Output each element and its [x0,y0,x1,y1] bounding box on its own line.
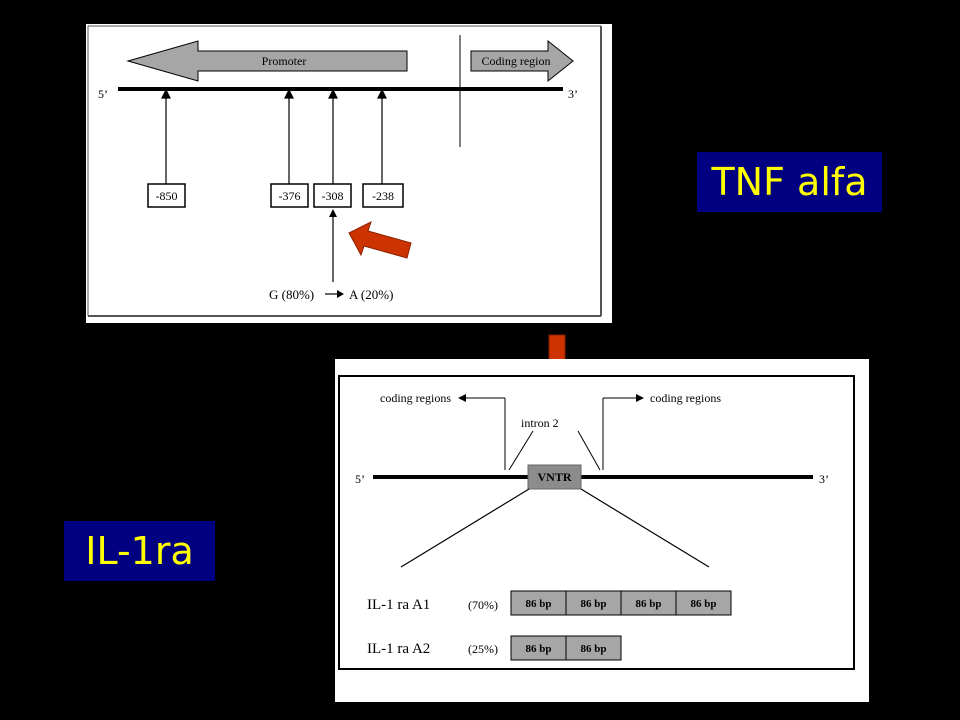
position-238: -238 [372,189,394,203]
coding-region-label: Coding region [482,54,551,68]
a2-repeat-1-label: 86 bp [526,643,552,655]
a2-repeat-2 [565,635,622,661]
tnf-diagram: Promoter Coding region 5’ 3’ -850 -376 -… [87,25,602,317]
a2-repeat-1 [510,635,567,661]
tnf-alfa-label: TNF alfa [697,152,882,212]
pointer-238-head [377,88,387,99]
position-308: -308 [322,189,344,203]
il-5prime: 5’ [355,472,365,486]
a1-repeat-2 [565,590,622,616]
promoter-label: Promoter [262,54,307,68]
vntr-box [527,464,582,490]
il1ra-label: IL-1ra [64,521,215,581]
coding-left-arrow-head [458,394,466,402]
polymorphism-pointer-head [329,209,337,217]
a1-repeat-2-label: 86 bp [581,598,607,610]
intron-label: intron 2 [521,416,559,430]
expansion-line-left [400,488,530,568]
expansion-line-right [580,488,710,568]
a1-repeat-4-label: 86 bp [691,598,717,610]
allele-change-arrow-head [337,290,344,298]
pointer-376-head [284,88,294,99]
a1-repeat-1-label: 86 bp [526,598,552,610]
allele-a2-name: IL-1 ra A2 [367,641,430,657]
coding-regions-right: coding regions [650,391,721,405]
il1ra-diagram: coding regions coding regions intron 2 5… [338,375,855,670]
position-box-238 [362,183,404,208]
red-arrow-tilted [348,221,412,259]
red-arrow-tilted-shape [348,221,412,259]
coding-region-arrow [470,39,574,83]
position-box-308 [313,183,352,208]
position-376: -376 [279,189,301,203]
allele-a1-pct: (70%) [468,598,498,612]
coding-regions-left: coding regions [380,391,451,405]
pointer-308-head [328,88,338,99]
intron-line-left [508,430,534,471]
allele-a: A (20%) [349,287,393,302]
tnf-3prime: 3’ [568,87,578,101]
allele-a1-name: IL-1 ra A1 [367,597,430,613]
a2-repeat-2-label: 86 bp [581,643,607,655]
allele-a2-repeats: 86 bp 86 bp [510,635,622,661]
position-850: -850 [156,189,178,203]
tnf-5prime: 5’ [98,87,108,101]
position-box-850 [147,183,186,208]
allele-a1-repeats: 86 bp 86 bp 86 bp 86 bp [510,590,732,616]
allele-a2-pct: (25%) [468,642,498,656]
position-box-376 [270,183,309,208]
il-frame [338,375,855,670]
a1-repeat-4 [675,590,732,616]
tnf-diagram-panel: Promoter Coding region 5’ 3’ -850 -376 -… [86,24,612,323]
promoter-arrow [126,40,408,82]
il-3prime: 3’ [819,472,829,486]
intron-line-right [577,430,601,471]
allele-g: G (80%) [269,287,314,302]
il1ra-diagram-panel: coding regions coding regions intron 2 5… [335,359,869,702]
a1-repeat-3-label: 86 bp [636,598,662,610]
vntr-label: VNTR [537,470,571,484]
coding-right-arrow-head [636,394,644,402]
pointer-850-head [161,88,171,99]
